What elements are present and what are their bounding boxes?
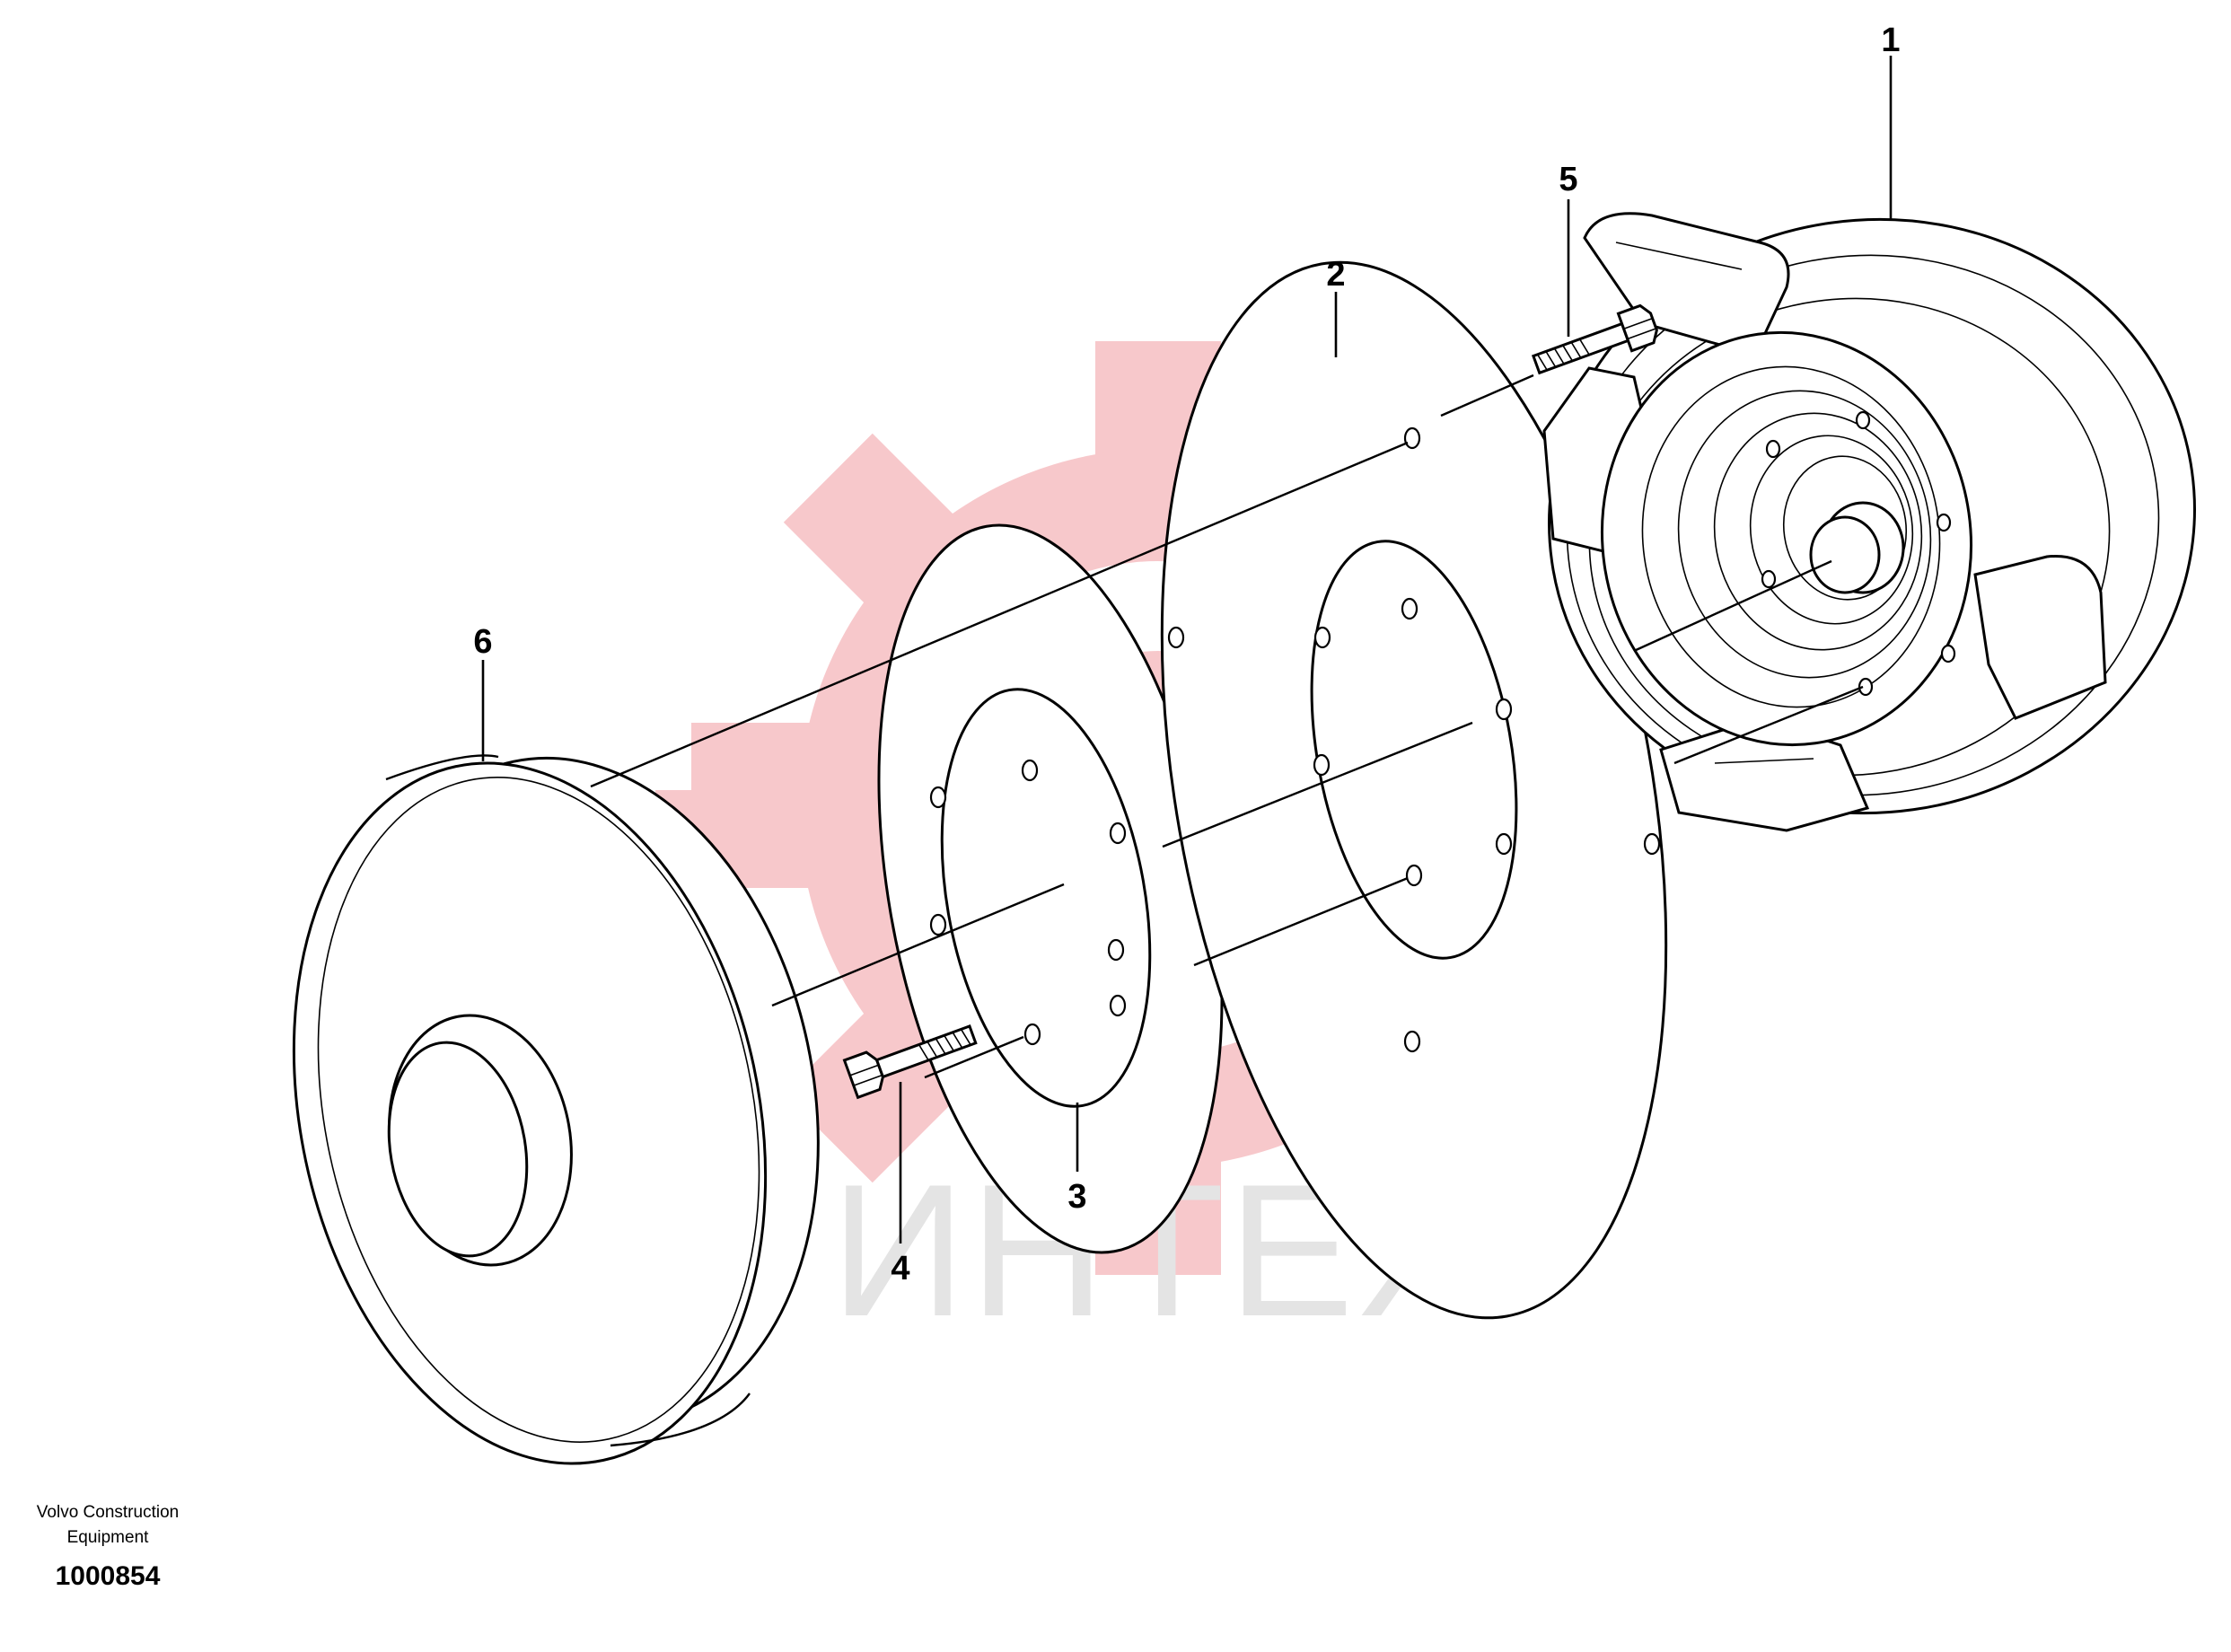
company-name-line1: Volvo Construction: [37, 1503, 179, 1522]
callout-4: 4: [891, 1250, 909, 1287]
part-5-bolt: [1531, 303, 1658, 375]
footer: Volvo Construction Equipment 1000854: [37, 1503, 179, 1591]
callout-1: 1: [1881, 22, 1900, 59]
company-name-line2: Equipment: [67, 1528, 150, 1547]
callout-3: 3: [1067, 1178, 1086, 1216]
callouts: 1 5 2 6 3 4: [473, 22, 1900, 1287]
part-3-bolt-holes: [929, 759, 1127, 1046]
part-1-bolt-holes: [1761, 410, 1956, 697]
part-2-bolt-holes: [1167, 426, 1661, 1053]
part-2-flex-plate: [1160, 260, 1668, 1320]
assembly-lines: [590, 373, 1864, 1079]
part-6-flywheel: [292, 754, 820, 1465]
leader-lines: [481, 56, 1893, 1243]
callout-5: 5: [1559, 161, 1577, 198]
callout-6: 6: [473, 623, 492, 661]
drawing-number: 1000854: [56, 1561, 161, 1591]
part-4-bolt: [842, 1024, 978, 1100]
callout-2: 2: [1326, 256, 1345, 294]
